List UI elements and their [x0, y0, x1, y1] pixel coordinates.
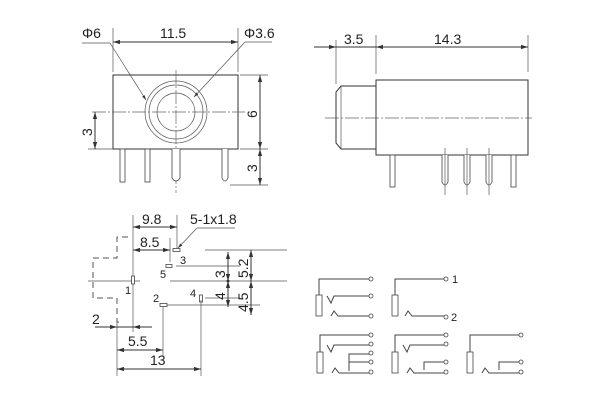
dim-4-5: 4.5: [235, 292, 251, 312]
pin-2: [159, 303, 168, 307]
pin-1: [131, 275, 135, 285]
side-view: 3.5 14.3: [314, 31, 532, 195]
pin-label-4: 4: [190, 288, 196, 300]
side-pins: [389, 148, 517, 195]
terminal-2-label: 2: [451, 312, 457, 324]
pcb-footprint: 9.8 8.5 5-1x1.8 3 4 5.2 4.5 1 2 3 4 5: [88, 211, 287, 376]
pin-holes: [131, 248, 203, 307]
dim-5-5: 5.5: [128, 333, 148, 349]
pin-5: [165, 264, 173, 268]
pin-label-5: 5: [160, 269, 166, 281]
side-body: [375, 79, 529, 156]
dim-outer-dia: Φ6: [82, 25, 101, 41]
dim-width: 11.5: [160, 25, 186, 41]
front-view: 11.5 Φ6 Φ3.6 6 3 3: [79, 25, 275, 193]
pin-label-1: 1: [125, 285, 131, 297]
terminal-1-label: 1: [452, 274, 458, 286]
hole-spec: 5-1x1.8: [190, 211, 237, 227]
pin-label-3: 3: [180, 255, 186, 267]
dim-5-2: 5.2: [235, 258, 251, 278]
dim-3: 3: [212, 270, 228, 278]
schematic-b: 1 2: [391, 274, 458, 324]
dim-nose: 3.5: [344, 31, 364, 47]
dim-pin-length: 3: [244, 164, 260, 172]
schematic-c: [316, 332, 374, 375]
dim-9-8: 9.8: [142, 211, 162, 227]
dim-height: 6: [244, 110, 260, 118]
pin-3: [172, 248, 181, 252]
schematic-e: [466, 332, 524, 375]
schematic-a: [315, 276, 374, 319]
pin-label-2: 2: [153, 293, 159, 305]
side-nose: [335, 85, 376, 150]
outline-dashed: [92, 236, 128, 323]
dim-13: 13: [150, 352, 166, 368]
dim-2: 2: [92, 311, 100, 327]
dim-4: 4: [212, 292, 228, 300]
schematic-d: [391, 332, 449, 375]
dim-body: 14.3: [434, 31, 461, 47]
dim-center-height: 3: [79, 128, 95, 136]
dim-8-5: 8.5: [140, 234, 160, 250]
dim-inner-dia: Φ3.6: [244, 25, 275, 41]
front-pins: [119, 148, 229, 183]
